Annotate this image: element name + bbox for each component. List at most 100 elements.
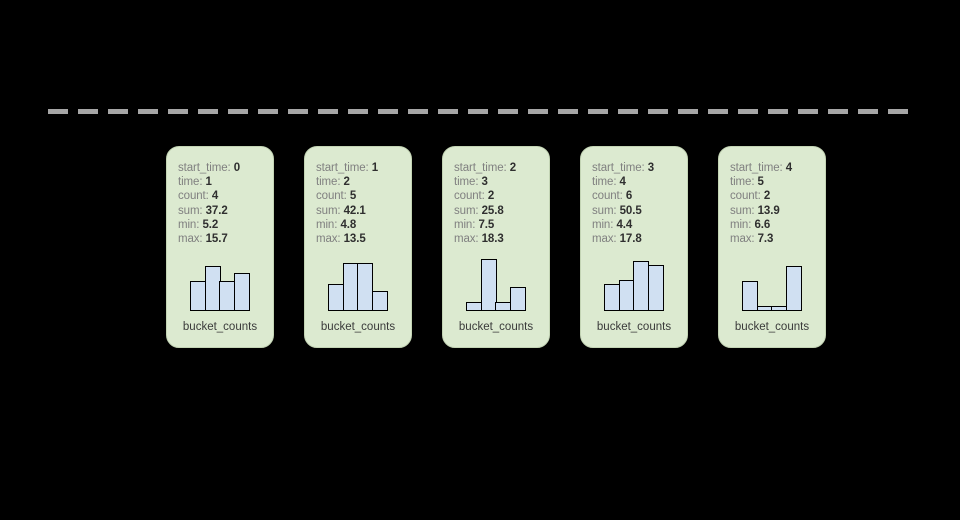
field-count: count: 4 — [178, 189, 273, 203]
histogram-bar — [647, 265, 664, 312]
field-key-max: max: — [178, 233, 203, 246]
field-value-count: 2 — [763, 190, 771, 203]
field-max: max: 13.5 — [316, 232, 411, 246]
field-key-sum: sum: — [316, 204, 341, 217]
field-sum: sum: 50.5 — [592, 204, 687, 218]
field-min: min: 6.6 — [730, 218, 825, 232]
field-key-sum: sum: — [730, 204, 755, 217]
field-count: count: 5 — [316, 189, 411, 203]
field-time: time: 2 — [316, 175, 411, 189]
field-value-min: 4.4 — [616, 218, 633, 231]
field-min: min: 7.5 — [454, 218, 549, 232]
field-value-sum: 50.5 — [619, 204, 642, 217]
histogram-bar — [371, 291, 388, 312]
field-key-count: count: — [592, 190, 623, 203]
field-key-min: min: — [316, 218, 338, 231]
field-key-count: count: — [454, 190, 485, 203]
field-key-count: count: — [316, 190, 347, 203]
field-value-count: 5 — [349, 190, 357, 203]
field-key-sum: sum: — [178, 204, 203, 217]
histogram-bars — [742, 255, 802, 312]
field-sum: sum: 37.2 — [178, 204, 273, 218]
field-start-time: start_time: 1 — [316, 161, 411, 175]
field-time: time: 3 — [454, 175, 549, 189]
histogram-caption: bucket_counts — [458, 321, 534, 334]
field-sum: sum: 42.1 — [316, 204, 411, 218]
field-value-start-time: 4 — [785, 162, 792, 174]
field-key-count: count: — [730, 190, 761, 203]
field-start-time: start_time: 4 — [730, 161, 825, 175]
histogram-bar — [357, 263, 374, 312]
field-key-count: count: — [178, 190, 209, 203]
field-key-max: max: — [454, 233, 479, 246]
field-value-time: 4 — [619, 176, 626, 189]
field-value-max: 7.3 — [757, 233, 774, 246]
bucket-counts-histogram — [719, 253, 825, 312]
field-value-min: 6.6 — [754, 218, 771, 231]
field-start-time: start_time: 2 — [454, 161, 549, 175]
field-key-start-time: start_time: — [592, 162, 645, 174]
field-start-time: start_time: 0 — [178, 161, 273, 175]
field-count: count: 2 — [454, 189, 549, 203]
field-key-time: time: — [592, 176, 617, 189]
histogram-bars — [604, 255, 664, 312]
field-sum: sum: 25.8 — [454, 204, 549, 218]
histogram-caption: bucket_counts — [182, 321, 258, 334]
field-max: max: 7.3 — [730, 232, 825, 246]
field-count: count: 2 — [730, 189, 825, 203]
field-key-min: min: — [592, 218, 614, 231]
field-value-max: 13.5 — [343, 233, 366, 246]
field-value-start-time: 3 — [647, 162, 654, 174]
field-time: time: 5 — [730, 175, 825, 189]
histogram-bars — [466, 255, 526, 312]
histogram-bar — [785, 266, 802, 312]
field-time: time: 1 — [178, 175, 273, 189]
field-value-time: 2 — [343, 176, 350, 189]
field-key-time: time: — [730, 176, 755, 189]
field-key-min: min: — [454, 218, 476, 231]
field-key-start-time: start_time: — [178, 162, 231, 174]
bucket-counts-histogram — [443, 253, 549, 312]
bucket-counts-histogram — [305, 253, 411, 312]
field-value-sum: 25.8 — [481, 204, 504, 217]
field-value-time: 5 — [757, 176, 764, 189]
field-value-time: 3 — [481, 176, 488, 189]
field-key-max: max: — [316, 233, 341, 246]
field-value-sum: 37.2 — [205, 204, 228, 217]
field-value-max: 18.3 — [481, 233, 504, 246]
field-key-time: time: — [178, 176, 203, 189]
field-key-sum: sum: — [592, 204, 617, 217]
histogram-bar — [480, 259, 497, 312]
field-key-max: max: — [730, 233, 755, 246]
histogram-bars — [190, 255, 250, 312]
histogram-bar — [509, 287, 526, 312]
field-min: min: 5.2 — [178, 218, 273, 232]
dashed-timeline-rule — [48, 109, 914, 114]
field-key-max: max: — [592, 233, 617, 246]
field-value-min: 5.2 — [202, 218, 219, 231]
field-key-time: time: — [316, 176, 341, 189]
field-sum: sum: 13.9 — [730, 204, 825, 218]
field-value-count: 2 — [487, 190, 495, 203]
field-value-time: 1 — [205, 176, 212, 189]
field-value-start-time: 1 — [371, 162, 378, 174]
field-key-sum: sum: — [454, 204, 479, 217]
histogram-bars — [328, 255, 388, 312]
field-key-start-time: start_time: — [454, 162, 507, 174]
field-key-time: time: — [454, 176, 479, 189]
bucket-counts-histogram — [581, 253, 687, 312]
field-value-min: 4.8 — [340, 218, 357, 231]
histogram-caption: bucket_counts — [320, 321, 396, 334]
histogram-bar — [233, 273, 250, 312]
